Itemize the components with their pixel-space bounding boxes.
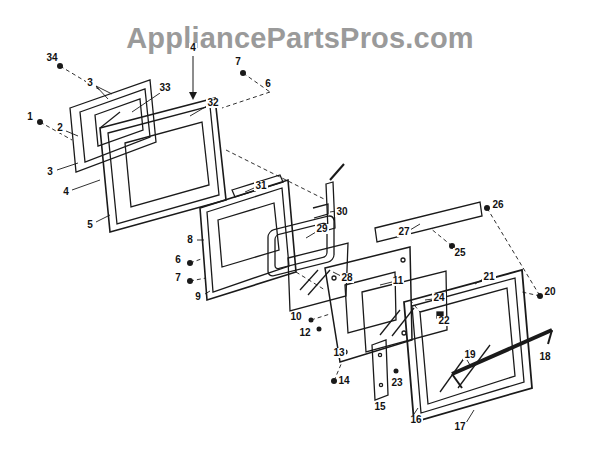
callout-number: 20 [543,287,556,297]
callout-number: 28 [340,273,353,283]
panel-13 [325,247,412,362]
glass-21 [420,288,515,404]
callout-number: 18 [538,352,551,362]
callout-number: 15 [373,402,386,412]
callout-number: 13 [332,348,345,358]
door-panel [70,80,156,172]
glass-shine [380,310,400,335]
callout-number: 34 [45,53,58,63]
bracket-15 [372,340,388,400]
handle-end [548,330,552,344]
callout-number: 9 [194,292,202,302]
callout-number: 24 [432,293,445,303]
door-panel-inner [80,89,150,162]
callout-number: 7 [234,57,242,67]
callout-number: 30 [335,207,348,217]
callout-number: 12 [298,328,311,338]
callout-number: 26 [491,200,504,210]
callout-number: 29 [315,224,328,234]
callout-number: 23 [390,378,403,388]
assembly-lines [40,66,540,381]
callout-number: 10 [289,312,302,322]
callout-number: 4 [189,43,197,53]
window-frame-29 [268,215,334,277]
callout-number: 7 [174,273,182,283]
callout-number: 1 [26,112,34,122]
callout-number: 32 [206,98,219,108]
callout-number: 16 [409,415,422,425]
callout-number: 33 [158,83,171,93]
callout-number: 6 [264,79,272,89]
leader-line [193,56,194,98]
callout-number: 27 [397,227,410,237]
door-frame-lip [108,106,219,224]
hole [402,331,406,335]
callout-number: 14 [337,376,350,386]
insulation-31 [232,175,283,197]
glass-shine [392,308,414,336]
glass-28 [288,243,348,311]
callout-number: 17 [453,422,466,432]
inner-door [200,180,296,300]
hole [379,383,382,386]
outer-door-lip [412,278,524,413]
callout-number: 22 [437,316,450,326]
hole [378,353,381,356]
handle-end [452,374,462,388]
leader-lines [57,86,483,423]
callout-number: 31 [254,181,267,191]
screws [37,63,543,384]
hole [332,276,336,280]
door-frame-window [125,122,209,207]
inner-door-window [218,203,279,267]
hinge-arm [313,204,328,218]
callout-number: 3 [86,78,94,88]
callout-number: 2 [56,123,64,133]
callout-number: 8 [186,235,194,245]
watermark: AppliancePartsPros.com [125,24,475,53]
strip-27 [375,202,482,242]
callout-number: 3 [46,167,54,177]
hole [401,258,405,262]
callout-number: 4 [62,187,70,197]
inner-door-lip [207,188,289,292]
callout-number: 6 [174,255,182,265]
handle-18 [452,330,552,374]
callout-number: 25 [453,248,466,258]
callout-number: 5 [86,220,94,230]
callout-number: 21 [482,272,495,282]
hinge-rod [330,164,344,180]
callout-number: 11 [392,276,405,286]
arrowhead [189,92,197,100]
callout-number: 19 [463,350,476,360]
